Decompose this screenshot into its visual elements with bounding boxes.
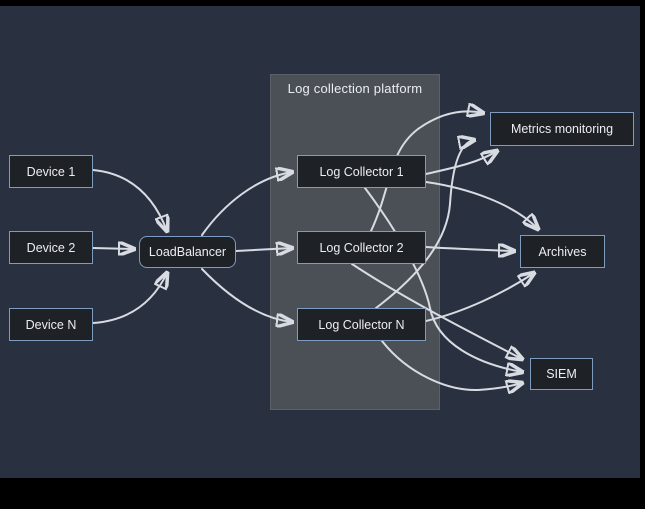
node-archives-label: Archives xyxy=(538,244,587,259)
node-device-2: Device 2 xyxy=(9,231,93,264)
edge-collector1-siem xyxy=(364,187,522,372)
platform-group-title: Log collection platform xyxy=(287,81,423,96)
node-device-1-label: Device 1 xyxy=(26,164,76,179)
node-log-collector-1-label: Log Collector 1 xyxy=(319,164,404,179)
node-log-collector-n: Log Collector N xyxy=(297,308,426,341)
node-log-collector-n-label: Log Collector N xyxy=(318,317,405,332)
node-device-n: Device N xyxy=(9,308,93,341)
edge-loadbalancer-collectorN xyxy=(201,268,292,322)
node-loadbalancer-label: LoadBalancer xyxy=(148,245,227,259)
edge-deviceN-loadbalancer xyxy=(92,273,167,324)
edge-collector1-metrics xyxy=(425,151,497,175)
edge-collectorN-archives xyxy=(425,273,534,322)
node-siem-label: SIEM xyxy=(546,367,577,381)
node-log-collector-1: Log Collector 1 xyxy=(297,155,426,188)
edge-loadbalancer-collector2 xyxy=(235,248,292,251)
edge-collector2-metrics xyxy=(370,111,483,232)
node-loadbalancer: LoadBalancer xyxy=(139,236,236,268)
node-metrics-monitoring-label: Metrics monitoring xyxy=(510,122,614,136)
node-archives: Archives xyxy=(520,235,605,268)
node-siem: SIEM xyxy=(530,358,593,390)
node-metrics-monitoring: Metrics monitoring xyxy=(490,112,634,146)
node-device-n-label: Device N xyxy=(25,317,77,332)
node-device-2-label: Device 2 xyxy=(26,240,76,255)
edge-device1-loadbalancer xyxy=(92,169,167,231)
edge-collector2-siem xyxy=(351,263,522,359)
edge-collector1-archives xyxy=(425,181,538,229)
edge-loadbalancer-collector1 xyxy=(201,172,292,236)
node-log-collector-2-label: Log Collector 2 xyxy=(319,240,404,255)
node-device-1: Device 1 xyxy=(9,155,93,188)
edge-collectorN-metrics xyxy=(375,140,474,309)
node-log-collector-2: Log Collector 2 xyxy=(297,231,426,264)
edge-collectorN-siem xyxy=(381,340,522,390)
edge-collector2-archives xyxy=(425,247,514,251)
edge-device2-loadbalancer xyxy=(92,248,134,249)
